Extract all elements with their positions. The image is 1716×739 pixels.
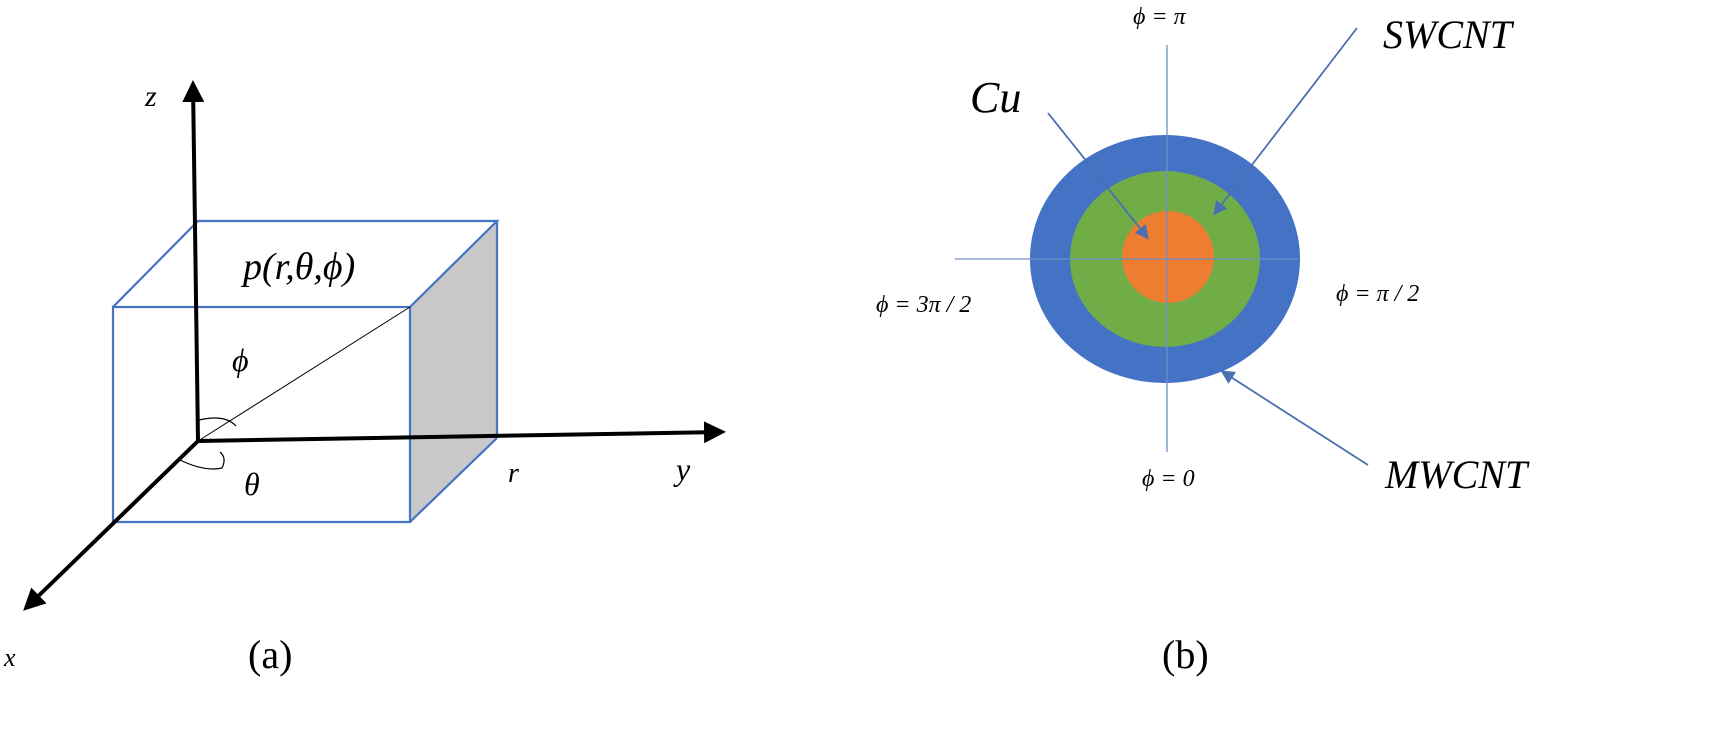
x-axis-label: x [3,643,16,672]
radius-line [197,306,411,442]
cu-pointer-arrow [1047,112,1149,240]
panel-b-caption: (b) [1162,632,1209,677]
radius-label: r [508,458,519,489]
y-axis-label: y [673,451,691,487]
phi-left-label: ϕ = 3π / 2 [876,292,971,318]
panel-a-caption: (a) [248,632,292,677]
phi-angle-arc [198,417,237,427]
phi-top-label: ϕ = π [1133,4,1187,30]
y-axis [197,421,726,444]
phi-angle-label: ϕ [232,342,249,378]
box-edges [111,219,500,524]
swcnt-pointer-arrow [1213,27,1358,216]
mwcnt-label: MWCNT [1384,452,1530,497]
box-front-face [111,305,412,524]
mwcnt-pointer-arrow [1220,370,1369,466]
phi-bottom-label: ϕ = 0 [1142,466,1195,492]
box-top-face [112,219,500,308]
point-label: p(r,θ,ϕ) [240,246,355,288]
panel-a: z y x p(r,θ,ϕ) ϕ θ r (a) [3,80,726,677]
theta-angle-label: θ [244,466,260,502]
z-axis [182,80,205,442]
z-axis-label: z [144,80,157,113]
cu-label: Cu [970,73,1021,122]
theta-angle-arc [179,451,225,470]
panel-b: Cu SWCNT MWCNT ϕ = π ϕ = π / 2 ϕ = 0 ϕ =… [876,4,1530,677]
x-axis [23,439,200,611]
box-bottom-right-edge [409,437,498,523]
cu-core [1122,211,1214,303]
swcnt-label: SWCNT [1383,12,1515,57]
box-shaded-face [410,221,497,522]
phi-right-label: ϕ = π / 2 [1336,281,1419,307]
